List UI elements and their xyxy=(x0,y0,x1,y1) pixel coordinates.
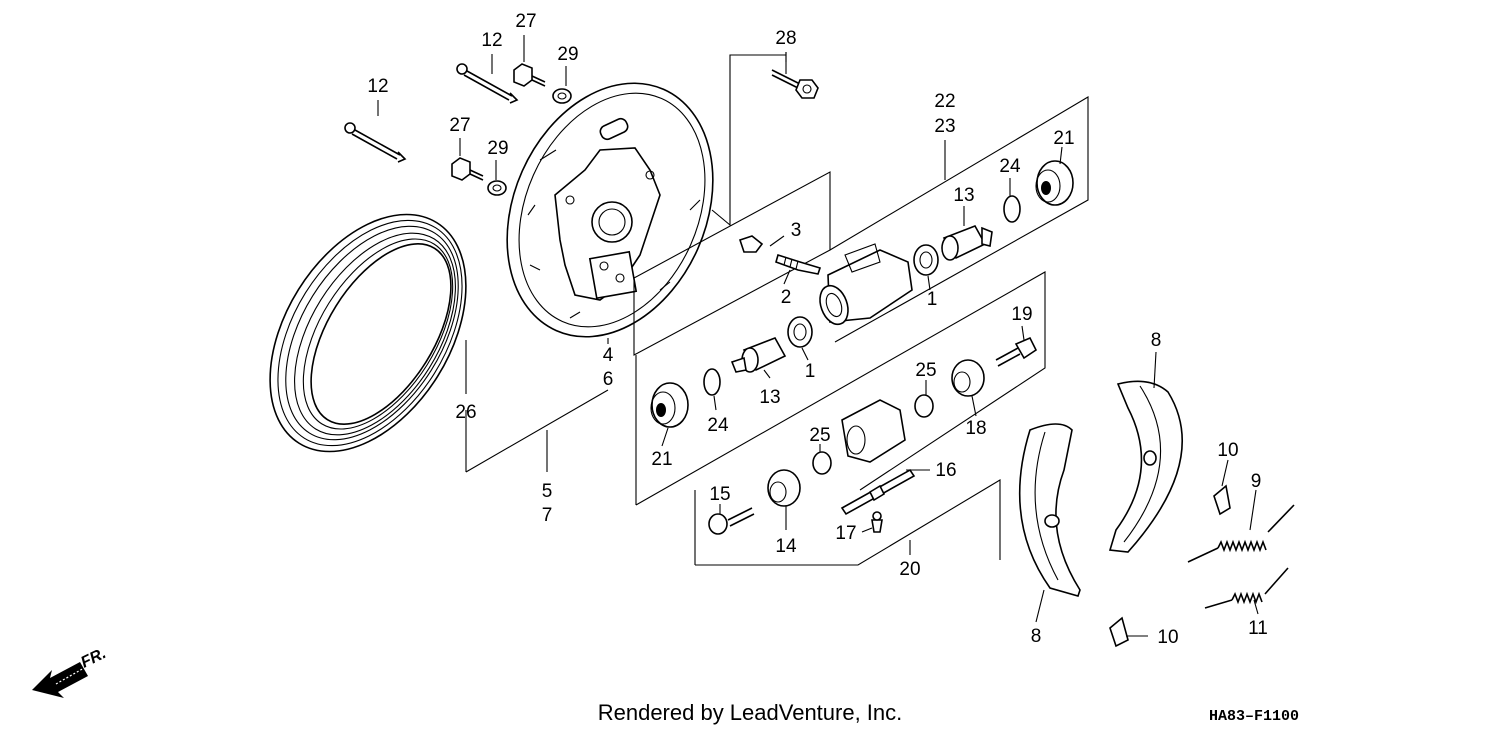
piston-13-upper xyxy=(941,225,993,261)
label-15: 15 xyxy=(709,484,730,505)
label-28: 28 xyxy=(775,28,796,49)
label-21-upper: 21 xyxy=(1053,128,1074,149)
washer-29-upper xyxy=(552,88,572,104)
label-20: 20 xyxy=(899,559,920,580)
drum-seal-ring xyxy=(269,213,467,453)
boot-21-lower xyxy=(650,382,689,428)
label-19: 19 xyxy=(1011,304,1032,325)
washer-29-lower xyxy=(487,180,507,196)
label-12-left: 12 xyxy=(367,76,388,97)
label-12-right: 12 xyxy=(481,30,502,51)
nipple-17 xyxy=(871,511,883,533)
cup-1-upper xyxy=(913,244,939,276)
label-21-lower: 21 xyxy=(651,449,672,470)
label-17: 17 xyxy=(835,523,856,544)
cotter-pin-left xyxy=(344,122,407,163)
label-6: 6 xyxy=(603,369,614,390)
diagram-code: HA83–F1100 xyxy=(1209,708,1299,725)
label-1-lower: 1 xyxy=(805,361,816,382)
label-10-lower: 10 xyxy=(1157,627,1178,648)
label-18: 18 xyxy=(965,418,986,439)
label-7: 7 xyxy=(542,505,553,526)
cotter-pin-right xyxy=(456,63,519,104)
bolt-15 xyxy=(708,507,755,535)
brake-shoe-left xyxy=(1018,423,1081,597)
label-23: 23 xyxy=(934,116,955,137)
label-29-lower: 29 xyxy=(487,138,508,159)
leader-lines xyxy=(377,35,1259,637)
bolt-28 xyxy=(771,69,819,99)
label-8-left: 8 xyxy=(1031,626,1042,647)
label-4: 4 xyxy=(603,345,614,366)
bleeder-cap-3 xyxy=(738,235,764,253)
bolt-27-lower xyxy=(451,157,484,181)
ring-25-lower xyxy=(812,451,832,475)
bolt-27-upper xyxy=(513,63,546,87)
front-direction-label: FR. xyxy=(78,645,109,672)
label-25-upper: 25 xyxy=(915,360,936,381)
adjuster-wheel-18 xyxy=(951,359,985,397)
label-3: 3 xyxy=(791,220,802,241)
label-5: 5 xyxy=(542,481,553,502)
ring-24-lower xyxy=(703,368,721,396)
label-1-upper: 1 xyxy=(927,289,938,310)
clip-10-upper xyxy=(1213,484,1231,516)
brake-shoe-right xyxy=(1108,380,1183,553)
adjuster-body xyxy=(841,399,906,463)
label-10-upper: 10 xyxy=(1217,440,1238,461)
label-25-lower: 25 xyxy=(809,425,830,446)
brake-panel xyxy=(506,82,714,338)
adjuster-lever-16 xyxy=(840,468,916,516)
label-9: 9 xyxy=(1251,471,1262,492)
spring-11 xyxy=(1204,567,1289,609)
label-8-right: 8 xyxy=(1151,330,1162,351)
label-11: 11 xyxy=(1248,618,1268,639)
spring-9 xyxy=(1187,504,1295,563)
adjuster-wheel-14 xyxy=(767,469,801,507)
label-13-upper: 13 xyxy=(953,185,974,206)
cup-1-lower xyxy=(787,316,813,348)
label-24-upper: 24 xyxy=(999,156,1021,177)
label-16: 16 xyxy=(935,460,956,481)
label-2: 2 xyxy=(781,287,792,308)
piston-13-lower xyxy=(730,337,787,373)
part-number-labels: 12 12 27 29 27 29 28 22 23 21 24 13 3 2 … xyxy=(367,11,1267,648)
label-14: 14 xyxy=(775,536,797,557)
bolt-19 xyxy=(995,336,1038,367)
ring-25-upper xyxy=(914,394,934,418)
clip-10-lower xyxy=(1109,616,1129,648)
label-27-upper: 27 xyxy=(515,11,536,32)
credit-text: Rendered by LeadVenture, Inc. xyxy=(598,700,903,725)
label-24-lower: 24 xyxy=(707,415,729,436)
label-26: 26 xyxy=(455,402,476,423)
label-13-lower: 13 xyxy=(759,387,780,408)
front-direction-arrow: FR. xyxy=(32,645,109,698)
label-27-lower: 27 xyxy=(449,115,470,136)
label-22: 22 xyxy=(934,91,955,112)
wheel-cylinder-body xyxy=(819,243,913,326)
boot-21-upper xyxy=(1035,160,1074,206)
ring-24-upper xyxy=(1003,195,1021,223)
bleeder-screw-2 xyxy=(775,253,822,275)
label-29-upper: 29 xyxy=(557,44,578,65)
